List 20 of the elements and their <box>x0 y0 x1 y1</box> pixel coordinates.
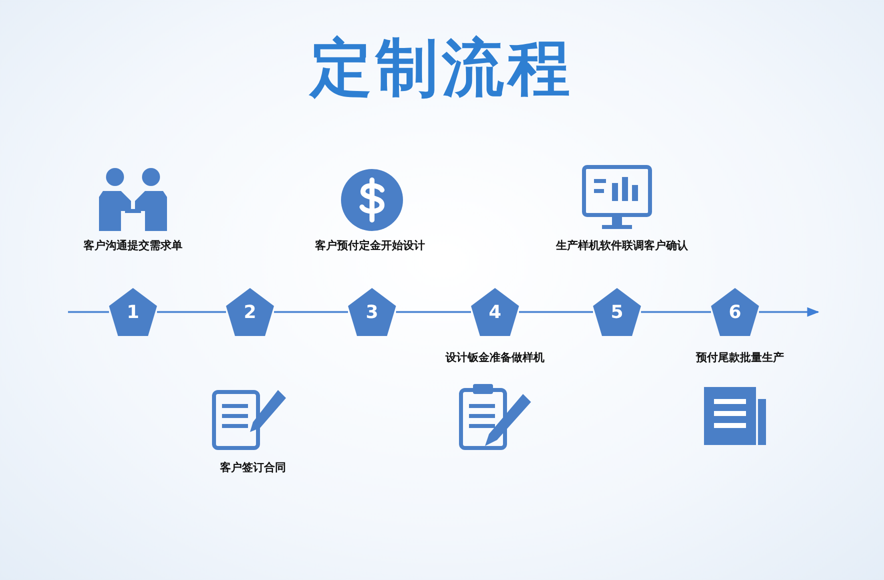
step-pentagon <box>347 287 397 337</box>
title: 定制流程 <box>308 30 575 106</box>
step-caption: 生产样机软件联调客户确认 <box>554 239 689 253</box>
step-pentagon <box>108 287 158 337</box>
step-pentagon <box>225 287 275 337</box>
step-caption: 设计钣金准备做样机 <box>444 351 546 365</box>
step-number: 4 <box>488 301 502 325</box>
step-pentagon <box>470 287 520 337</box>
step-number: 3 <box>364 301 380 325</box>
step-pentagon <box>710 287 760 337</box>
step-pentagon <box>592 287 642 337</box>
timeline-arrow <box>759 307 820 317</box>
step-number: 2 <box>242 301 258 325</box>
step-caption: 客户签订合同 <box>219 461 287 475</box>
step-caption: 客户沟通提交需求单 <box>82 239 184 253</box>
step-number: 6 <box>728 301 742 325</box>
step-number: 1 <box>126 301 140 325</box>
step-caption: 预付尾款批量生产 <box>694 351 785 365</box>
step-number: 5 <box>610 301 624 325</box>
step-caption: 客户预付定金开始设计 <box>314 239 426 253</box>
